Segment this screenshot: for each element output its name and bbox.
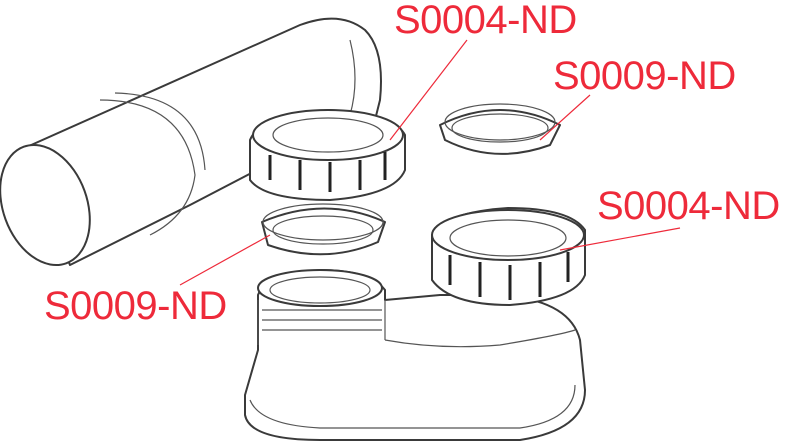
part-label-s0009-right: S0009-ND <box>553 54 736 98</box>
leader-line <box>539 94 591 141</box>
siphon-body <box>244 269 586 441</box>
nut-lower-right <box>431 207 586 306</box>
ring-upper-right <box>439 103 561 155</box>
part-label-s0009-left: S0009-ND <box>44 284 227 328</box>
leader-line <box>389 39 468 141</box>
leader-line <box>559 227 681 251</box>
elbow-pipe <box>0 17 382 267</box>
leader-line <box>179 234 271 286</box>
part-label-s0004-top: S0004-ND <box>394 0 577 42</box>
part-label-s0004-right: S0004-ND <box>597 184 780 228</box>
ring-lower-left <box>261 203 386 256</box>
nut-upper-left <box>249 109 406 201</box>
